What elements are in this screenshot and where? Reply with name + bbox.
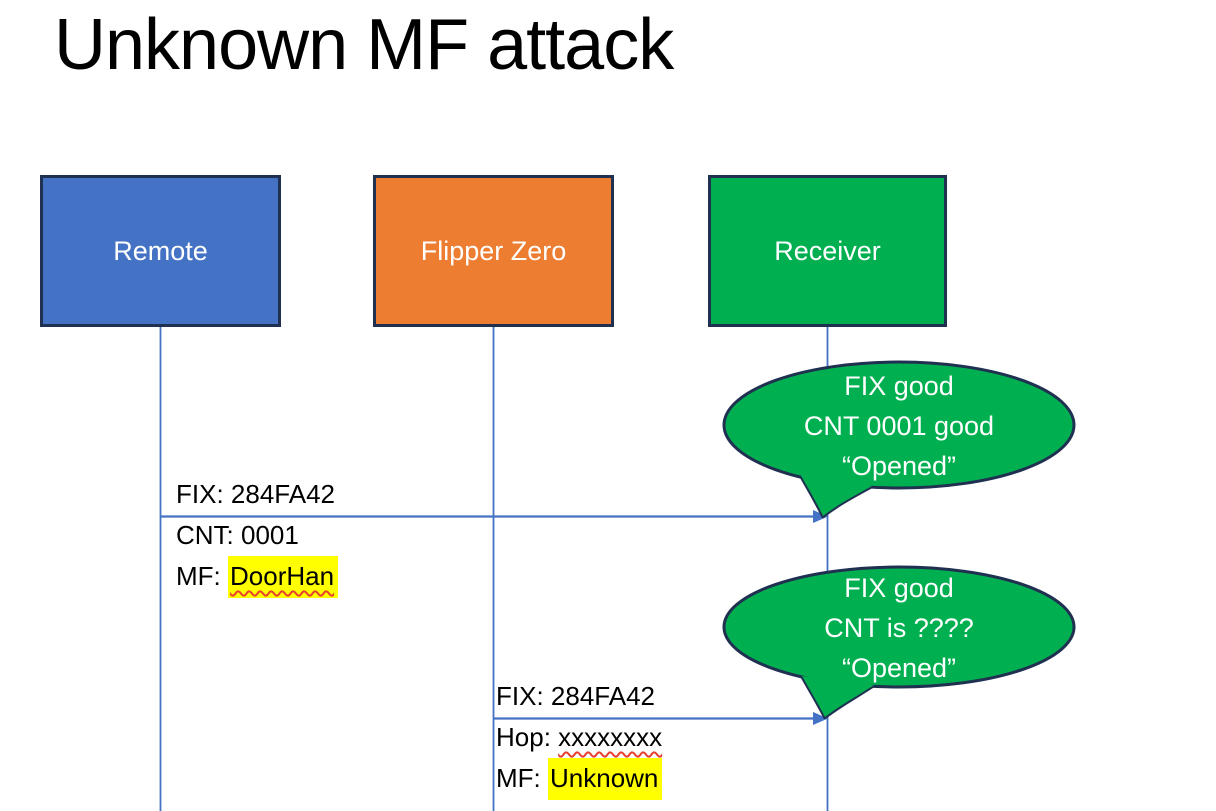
highlighted-text: Unknown [548, 758, 663, 800]
callout-tail-fill [800, 474, 872, 516]
arrowhead-icon [813, 712, 828, 725]
message-2-fix-line: FIX: 284FA42 [496, 676, 662, 717]
message-1-fix-line: FIX: 284FA42 [176, 474, 338, 515]
message-2-mf-line: MF: Unknown [496, 758, 663, 800]
misspelled-text: xxxxxxxx [558, 722, 663, 752]
callout-bubble-2 [722, 565, 1076, 719]
callout-ellipse [722, 360, 1076, 490]
callout-bubble-1 [722, 360, 1076, 518]
message-1-labels: FIX: 284FA42 CNT: 0001 MF: DoorHan [176, 474, 339, 598]
message-2-hop-line: Hop: xxxxxxxx [496, 717, 662, 758]
arrowhead-icon [813, 510, 828, 523]
callout-2-text: FIX good CNT is ???? “Opened” [724, 568, 1074, 688]
message-text: Hop: [496, 722, 559, 752]
callout-1-text: FIX good CNT 0001 good “Opened” [724, 366, 1074, 486]
slide-title: Unknown MF attack [54, 5, 674, 85]
callout-line: “Opened” [841, 451, 957, 481]
callout-tail-fill [802, 676, 874, 717]
actor-label-receiver: Receiver [774, 235, 881, 266]
callout-line: CNT is ???? [824, 613, 974, 643]
message-2-labels: FIX: 284FA42 Hop: xxxxxxxx MF: Unknown [496, 676, 663, 800]
message-text: FIX: 284FA42 [496, 681, 655, 711]
message-arrow-flipper-to-receiver [493, 712, 828, 725]
message-arrow-remote-to-receiver [161, 510, 828, 523]
callout-line: “Opened” [841, 653, 957, 683]
actor-box-flipper-zero: Flipper Zero [373, 175, 614, 327]
message-text: CNT: 0001 [176, 520, 299, 550]
message-1-cnt-line: CNT: 0001 [176, 515, 338, 556]
message-text: MF: [176, 561, 228, 591]
callout-line: FIX good [844, 573, 954, 603]
actor-box-receiver: Receiver [708, 175, 947, 327]
actor-box-remote: Remote [40, 175, 281, 327]
callout-line: FIX good [844, 371, 954, 401]
actor-label-remote: Remote [113, 235, 208, 266]
callout-ellipse [722, 565, 1076, 689]
actor-label-flipper-zero: Flipper Zero [420, 235, 567, 266]
highlighted-misspelled-text: DoorHan [228, 556, 339, 598]
message-text: MF: [496, 763, 548, 793]
callout-line: CNT 0001 good [803, 411, 995, 441]
message-text: FIX: 284FA42 [176, 479, 335, 509]
message-1-mf-line: MF: DoorHan [176, 556, 339, 598]
